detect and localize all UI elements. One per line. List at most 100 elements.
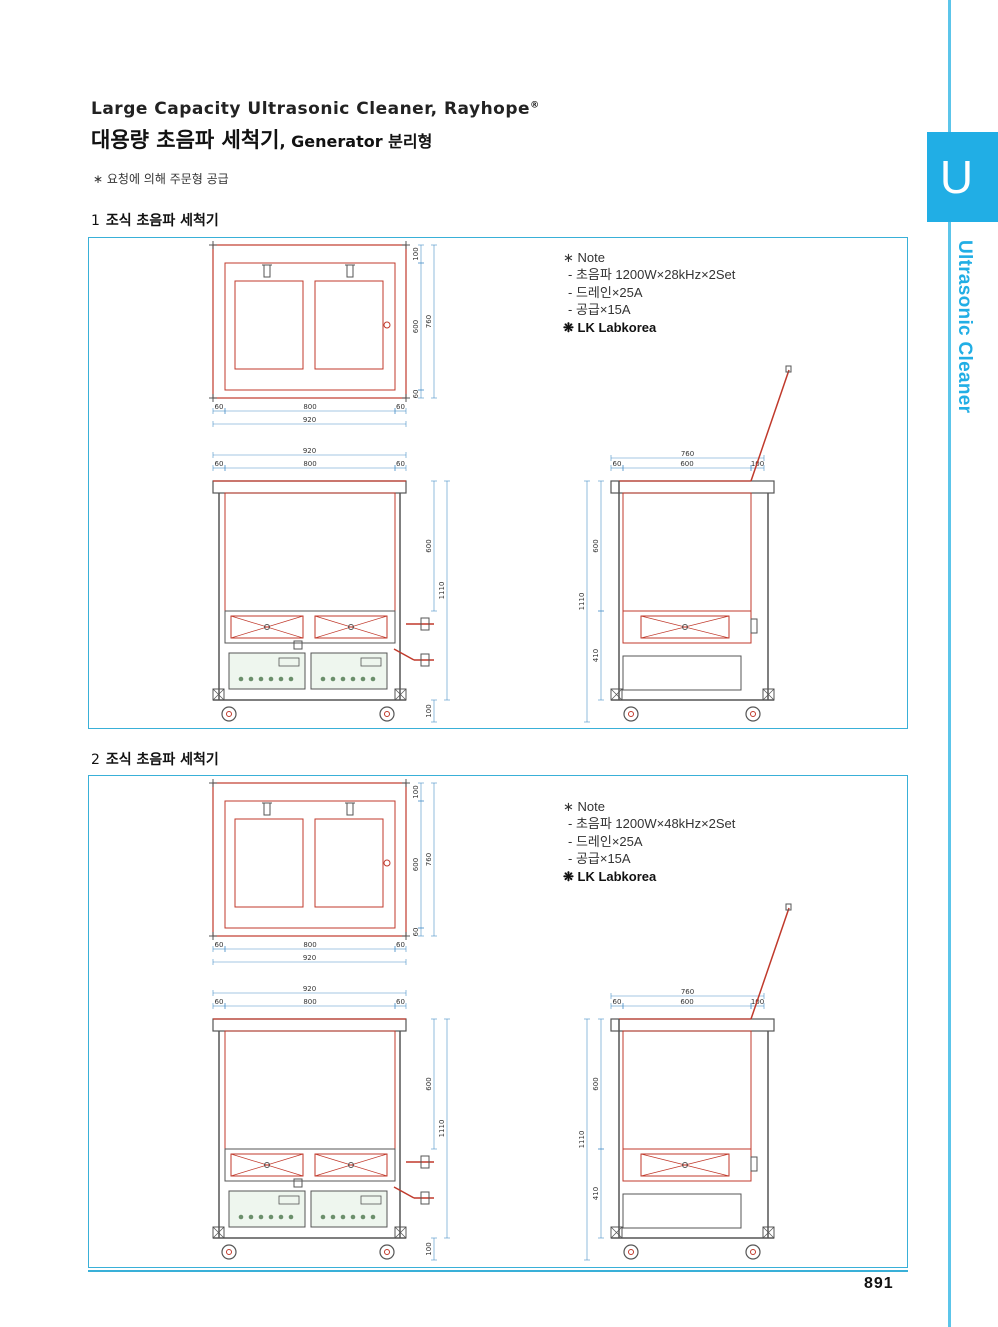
control-knob [278,1214,284,1220]
order-notice: ∗ 요청에 의해 주문형 공급 [93,172,229,186]
caster-wheel [745,706,761,722]
drawing-rect [224,610,396,644]
drawing-rect [314,818,384,908]
drawing-line [610,1226,623,1239]
drawing-rect [228,652,306,690]
control-knob [268,676,274,682]
dimension-label: 760 [425,315,433,328]
drawing-rect [263,802,271,816]
control-knob [248,676,254,682]
dimension-label: 1110 [438,582,446,600]
caster-hub [750,711,756,717]
control-knob [248,1214,254,1220]
drawing-rect [420,653,430,667]
drawing-rect [610,1226,623,1239]
drawing-circle [264,624,270,630]
caster-hub [384,1249,390,1255]
drawing-rect [212,480,407,494]
title-english: Large Capacity Ultrasonic Cleaner, Rayho… [91,99,540,119]
drawing-rect [610,688,623,701]
drawing-rect [610,480,775,494]
dimension-label: 800 [303,460,316,468]
drawing-rect [263,264,271,278]
note-spec-line: - 공급×15A [568,302,631,318]
footer-rule [88,1270,908,1272]
control-knob [268,1214,274,1220]
dimension-label: 1110 [438,1120,446,1138]
drawing-rect [212,782,407,937]
drawing-rect [224,492,396,612]
drawing-rect [394,688,407,701]
drawing-rect [750,618,758,634]
category-label: Ultrasonic Cleaner [954,240,975,414]
drawing-rect [420,1191,430,1205]
drawing-circle [383,859,391,867]
drawing-rect [230,615,304,639]
caster-wheel [221,1244,237,1260]
drawing-rect [224,800,396,929]
drawing-rect [230,1153,304,1177]
control-knob [288,1214,294,1220]
dimension-label: 600 [412,858,420,871]
note-spec-line: - 드레인×25A [568,284,643,300]
dimension-label: 760 [681,988,694,996]
drawing-rect [314,1153,388,1177]
drawing-rect [314,615,388,639]
drawing-rect [762,1226,775,1239]
brand-label: ❋ LK Labkorea [563,319,657,335]
caster-wheel [379,1244,395,1260]
category-tab: U [927,132,998,222]
drawing-rect [360,657,382,667]
control-knob [288,676,294,682]
drawing-rect [234,280,304,370]
caster-wheel [623,706,639,722]
dimension-label: 600 [680,460,693,468]
drawing-circle [383,321,391,329]
caster-wheel [221,706,237,722]
dimension-label: 1110 [578,1131,586,1149]
drawing-line [394,688,407,701]
dimension-label: 100 [412,247,420,260]
control-knob [350,1214,356,1220]
note-heading: ∗ Note [563,799,605,814]
control-knob [278,676,284,682]
dimension-label: 920 [303,954,316,962]
drawing-rect [346,802,354,816]
drawing-rect [610,1018,775,1032]
drawing-line [393,648,415,661]
dimension-label: 1110 [578,593,586,611]
drawing-circle [682,1162,688,1168]
control-knob [360,676,366,682]
note-spec-line: - 드레인×25A [568,833,643,849]
drawing-rect [278,657,300,667]
drawing-circle [348,624,354,630]
dimension-label: 60 [396,941,405,949]
caster-hub [628,1249,634,1255]
dimension-label: 800 [303,941,316,949]
drawing-circle [348,1162,354,1168]
dimension-label: 100 [425,1242,433,1255]
section-1-panel: ∗ Note - 초음파 1200W×28kHz×2Set - 드레인×25A … [88,237,908,729]
dimension-label: 60 [396,998,405,1006]
drawing-rect [310,652,388,690]
dimension-label: 600 [425,539,433,552]
title-korean: 대용량 초음파 세척기, Generator 분리형 [91,128,433,152]
caster-hub [384,711,390,717]
control-knob [330,676,336,682]
dimension-label: 60 [396,460,405,468]
control-knob [320,676,326,682]
dimension-label: 60 [613,998,622,1006]
drawing-rect [228,1190,306,1228]
drawing-rect [640,615,730,639]
dimension-label: 600 [425,1077,433,1090]
caster-hub [226,1249,232,1255]
control-knob [238,676,244,682]
control-knob [370,676,376,682]
drawing-line [750,369,790,482]
drawing-rect [212,244,407,399]
drawing-rect [224,1030,396,1150]
dimension-label: 800 [303,403,316,411]
drawing-rect [622,492,752,612]
